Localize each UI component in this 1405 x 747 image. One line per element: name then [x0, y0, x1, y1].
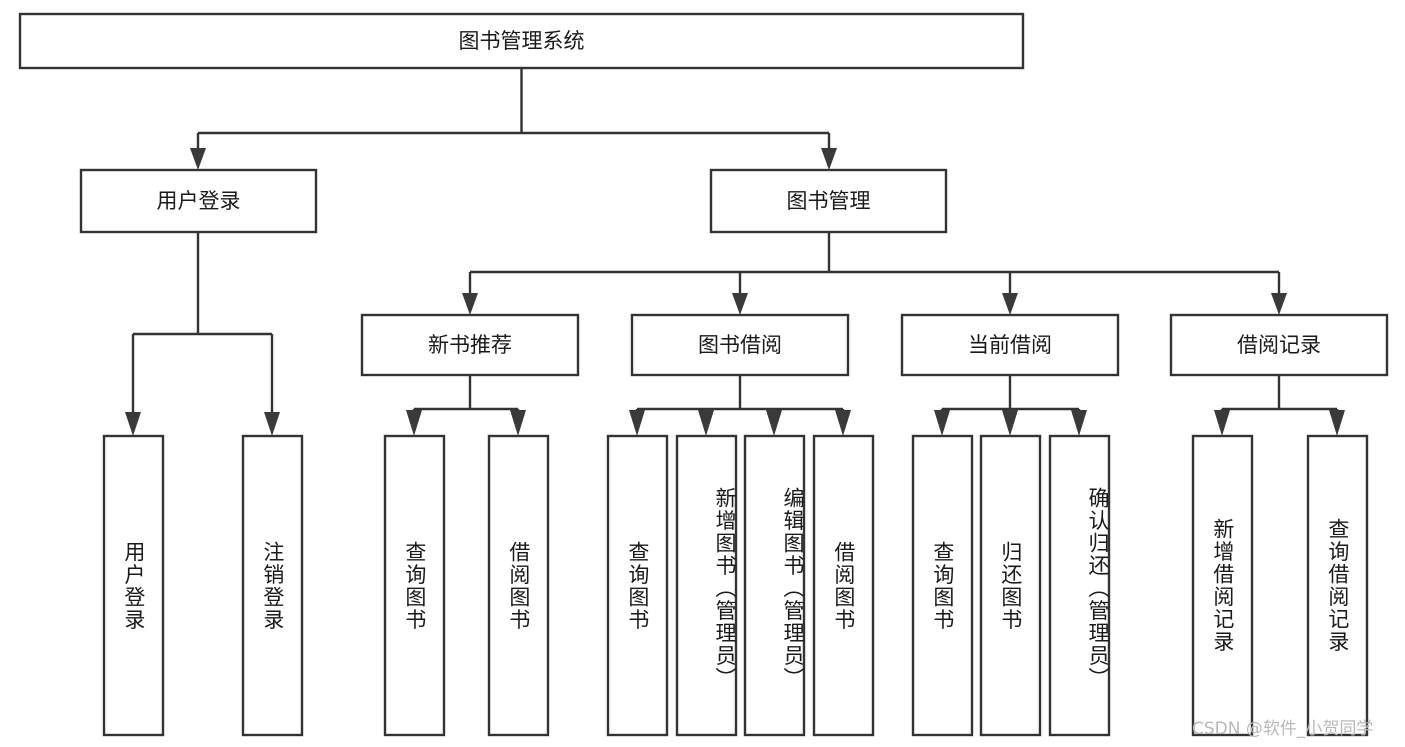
connector-group-new-book-recommend: [406, 375, 526, 436]
leaf-box-query-book-3[interactable]: [911, 434, 974, 737]
arrow-head-icon: [766, 410, 782, 436]
leaf-box-add-record[interactable]: [1191, 434, 1254, 737]
node-new-book-recommend[interactable]: 新书推荐: [360, 313, 580, 377]
node-book-management-box[interactable]: [709, 168, 948, 234]
arrow-head-icon: [1271, 293, 1287, 315]
node-borrow-record-label: 借阅记录: [1237, 333, 1321, 357]
arrow-head-icon: [406, 410, 422, 436]
node-book-management-label: 图书管理: [787, 189, 871, 213]
arrow-head-icon: [732, 293, 748, 315]
leaf-box-borrow-book-1[interactable]: [487, 434, 550, 737]
leaf-box-confirm-return[interactable]: [1048, 434, 1111, 737]
arrow-head-icon: [629, 410, 645, 436]
node-root-label: 图书管理系统: [459, 29, 585, 53]
leaf-box-edit-book[interactable]: [743, 434, 806, 737]
connector-group-user-login: [125, 232, 280, 436]
leaf-box-logout-login[interactable]: [241, 434, 304, 737]
arrow-head-icon: [821, 148, 837, 170]
node-root[interactable]: 图书管理系统: [18, 12, 1025, 70]
arrow-head-icon: [190, 148, 206, 170]
csdn-watermark: CSDN @软件_小贺同学: [1192, 719, 1374, 739]
arrow-head-icon: [1002, 410, 1018, 436]
node-root-box[interactable]: [18, 12, 1025, 70]
connector-group-book-management: [462, 232, 1287, 315]
arrow-head-icon: [1214, 410, 1230, 436]
connector-group-borrow-record: [1214, 375, 1345, 436]
leaf-box-add-book[interactable]: [675, 434, 738, 737]
arrow-head-icon: [1071, 410, 1087, 436]
arrow-head-icon: [264, 412, 280, 436]
arrow-head-icon: [125, 412, 141, 436]
connector-group-book-borrow: [629, 375, 851, 436]
leaf-box-user-login[interactable]: [102, 434, 165, 737]
node-current-borrow-label: 当前借阅: [968, 333, 1052, 357]
leaf-box-borrow-book-2[interactable]: [812, 434, 875, 737]
leaf-box-return-book[interactable]: [979, 434, 1042, 737]
connector-group-root: [190, 68, 837, 170]
leaf-box-query-book-2[interactable]: [606, 434, 669, 737]
node-book-borrow-label: 图书借阅: [698, 333, 782, 357]
node-new-book-recommend-label: 新书推荐: [428, 333, 512, 357]
leaf-boxes-group: [102, 434, 1369, 737]
arrow-head-icon: [835, 410, 851, 436]
arrow-head-icon: [1329, 410, 1345, 436]
connector-group-current-borrow: [934, 375, 1087, 436]
arrow-head-icon: [1002, 293, 1018, 315]
node-current-borrow[interactable]: 当前借阅: [900, 313, 1120, 377]
node-user-login-label: 用户登录: [157, 189, 241, 213]
arrow-head-icon: [510, 410, 526, 436]
node-current-borrow-box[interactable]: [900, 313, 1120, 377]
node-user-login[interactable]: 用户登录: [79, 168, 318, 234]
leaf-box-query-record[interactable]: [1306, 434, 1369, 737]
node-user-login-box[interactable]: [79, 168, 318, 234]
arrow-head-icon: [462, 293, 478, 315]
node-borrow-record-box[interactable]: [1169, 313, 1389, 377]
node-book-borrow[interactable]: 图书借阅: [630, 313, 850, 377]
node-borrow-record[interactable]: 借阅记录: [1169, 313, 1389, 377]
arrow-head-icon: [934, 410, 950, 436]
node-new-book-recommend-box[interactable]: [360, 313, 580, 377]
node-book-borrow-box[interactable]: [630, 313, 850, 377]
node-book-management[interactable]: 图书管理: [709, 168, 948, 234]
arrow-head-icon: [698, 410, 714, 436]
leaf-box-query-book-1[interactable]: [383, 434, 446, 737]
